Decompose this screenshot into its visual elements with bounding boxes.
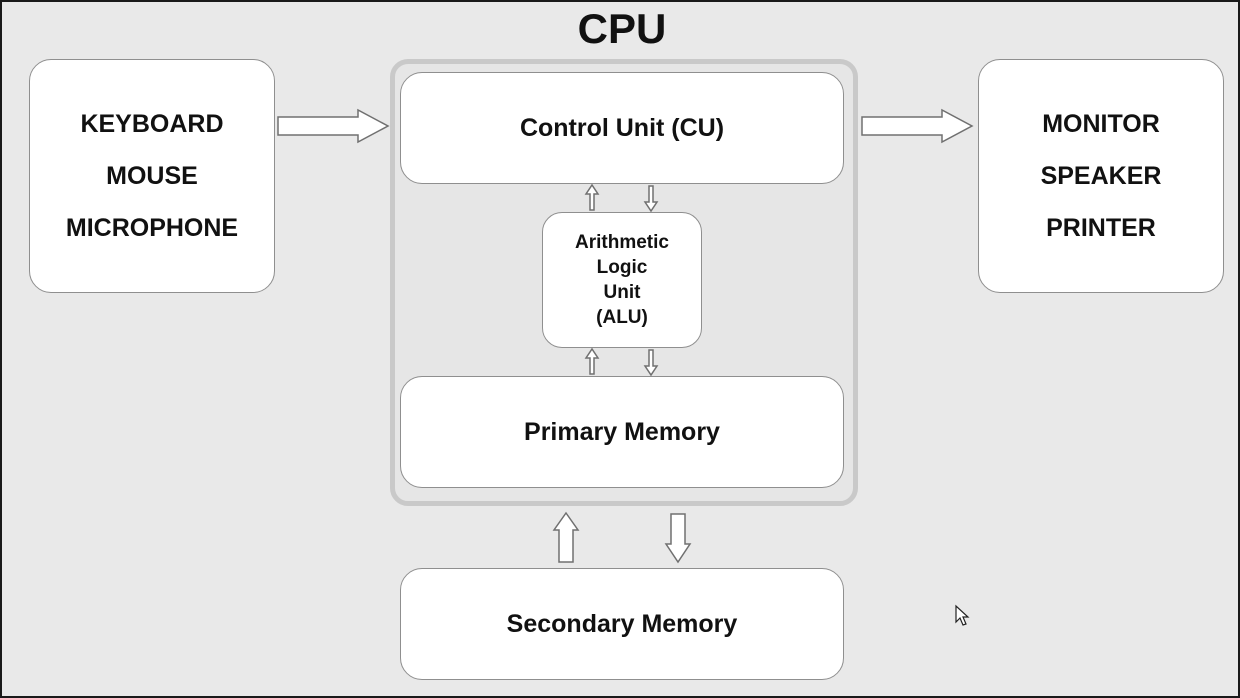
mouse-cursor-icon (955, 604, 970, 626)
arrow-primary-to-secondary (664, 513, 692, 564)
input-device-microphone: MICROPHONE (65, 214, 239, 242)
input-device-mouse: MOUSE (106, 162, 198, 190)
arrow-cu-to-output (861, 108, 974, 144)
arrow-input-to-cu (277, 108, 390, 144)
output-devices-box: MONITOR SPEAKER PRINTER (978, 59, 1224, 293)
primary-memory-box: Primary Memory (400, 376, 844, 488)
output-device-printer: PRINTER (1046, 214, 1156, 242)
input-device-keyboard: KEYBOARD (80, 110, 224, 138)
control-unit-label: Control Unit (CU) (519, 113, 725, 142)
primary-memory-label: Primary Memory (524, 417, 720, 446)
alu-label-line-2: Logic (596, 257, 648, 278)
secondary-memory-box: Secondary Memory (400, 568, 844, 680)
alu-label-line-1: Arithmetic (575, 232, 669, 253)
alu-label-line-4: (ALU) (596, 307, 648, 328)
control-unit-box: Control Unit (CU) (400, 72, 844, 184)
arrow-secondary-to-primary (552, 511, 580, 563)
secondary-memory-label: Secondary Memory (506, 609, 738, 638)
alu-box: Arithmetic Logic Unit (ALU) (542, 212, 702, 348)
output-device-speaker: SPEAKER (1040, 162, 1162, 190)
cpu-title: CPU (577, 5, 667, 52)
alu-label-line-3: Unit (603, 282, 641, 303)
input-devices-box: KEYBOARD MOUSE MICROPHONE (29, 59, 275, 293)
output-device-monitor: MONITOR (1042, 110, 1160, 138)
